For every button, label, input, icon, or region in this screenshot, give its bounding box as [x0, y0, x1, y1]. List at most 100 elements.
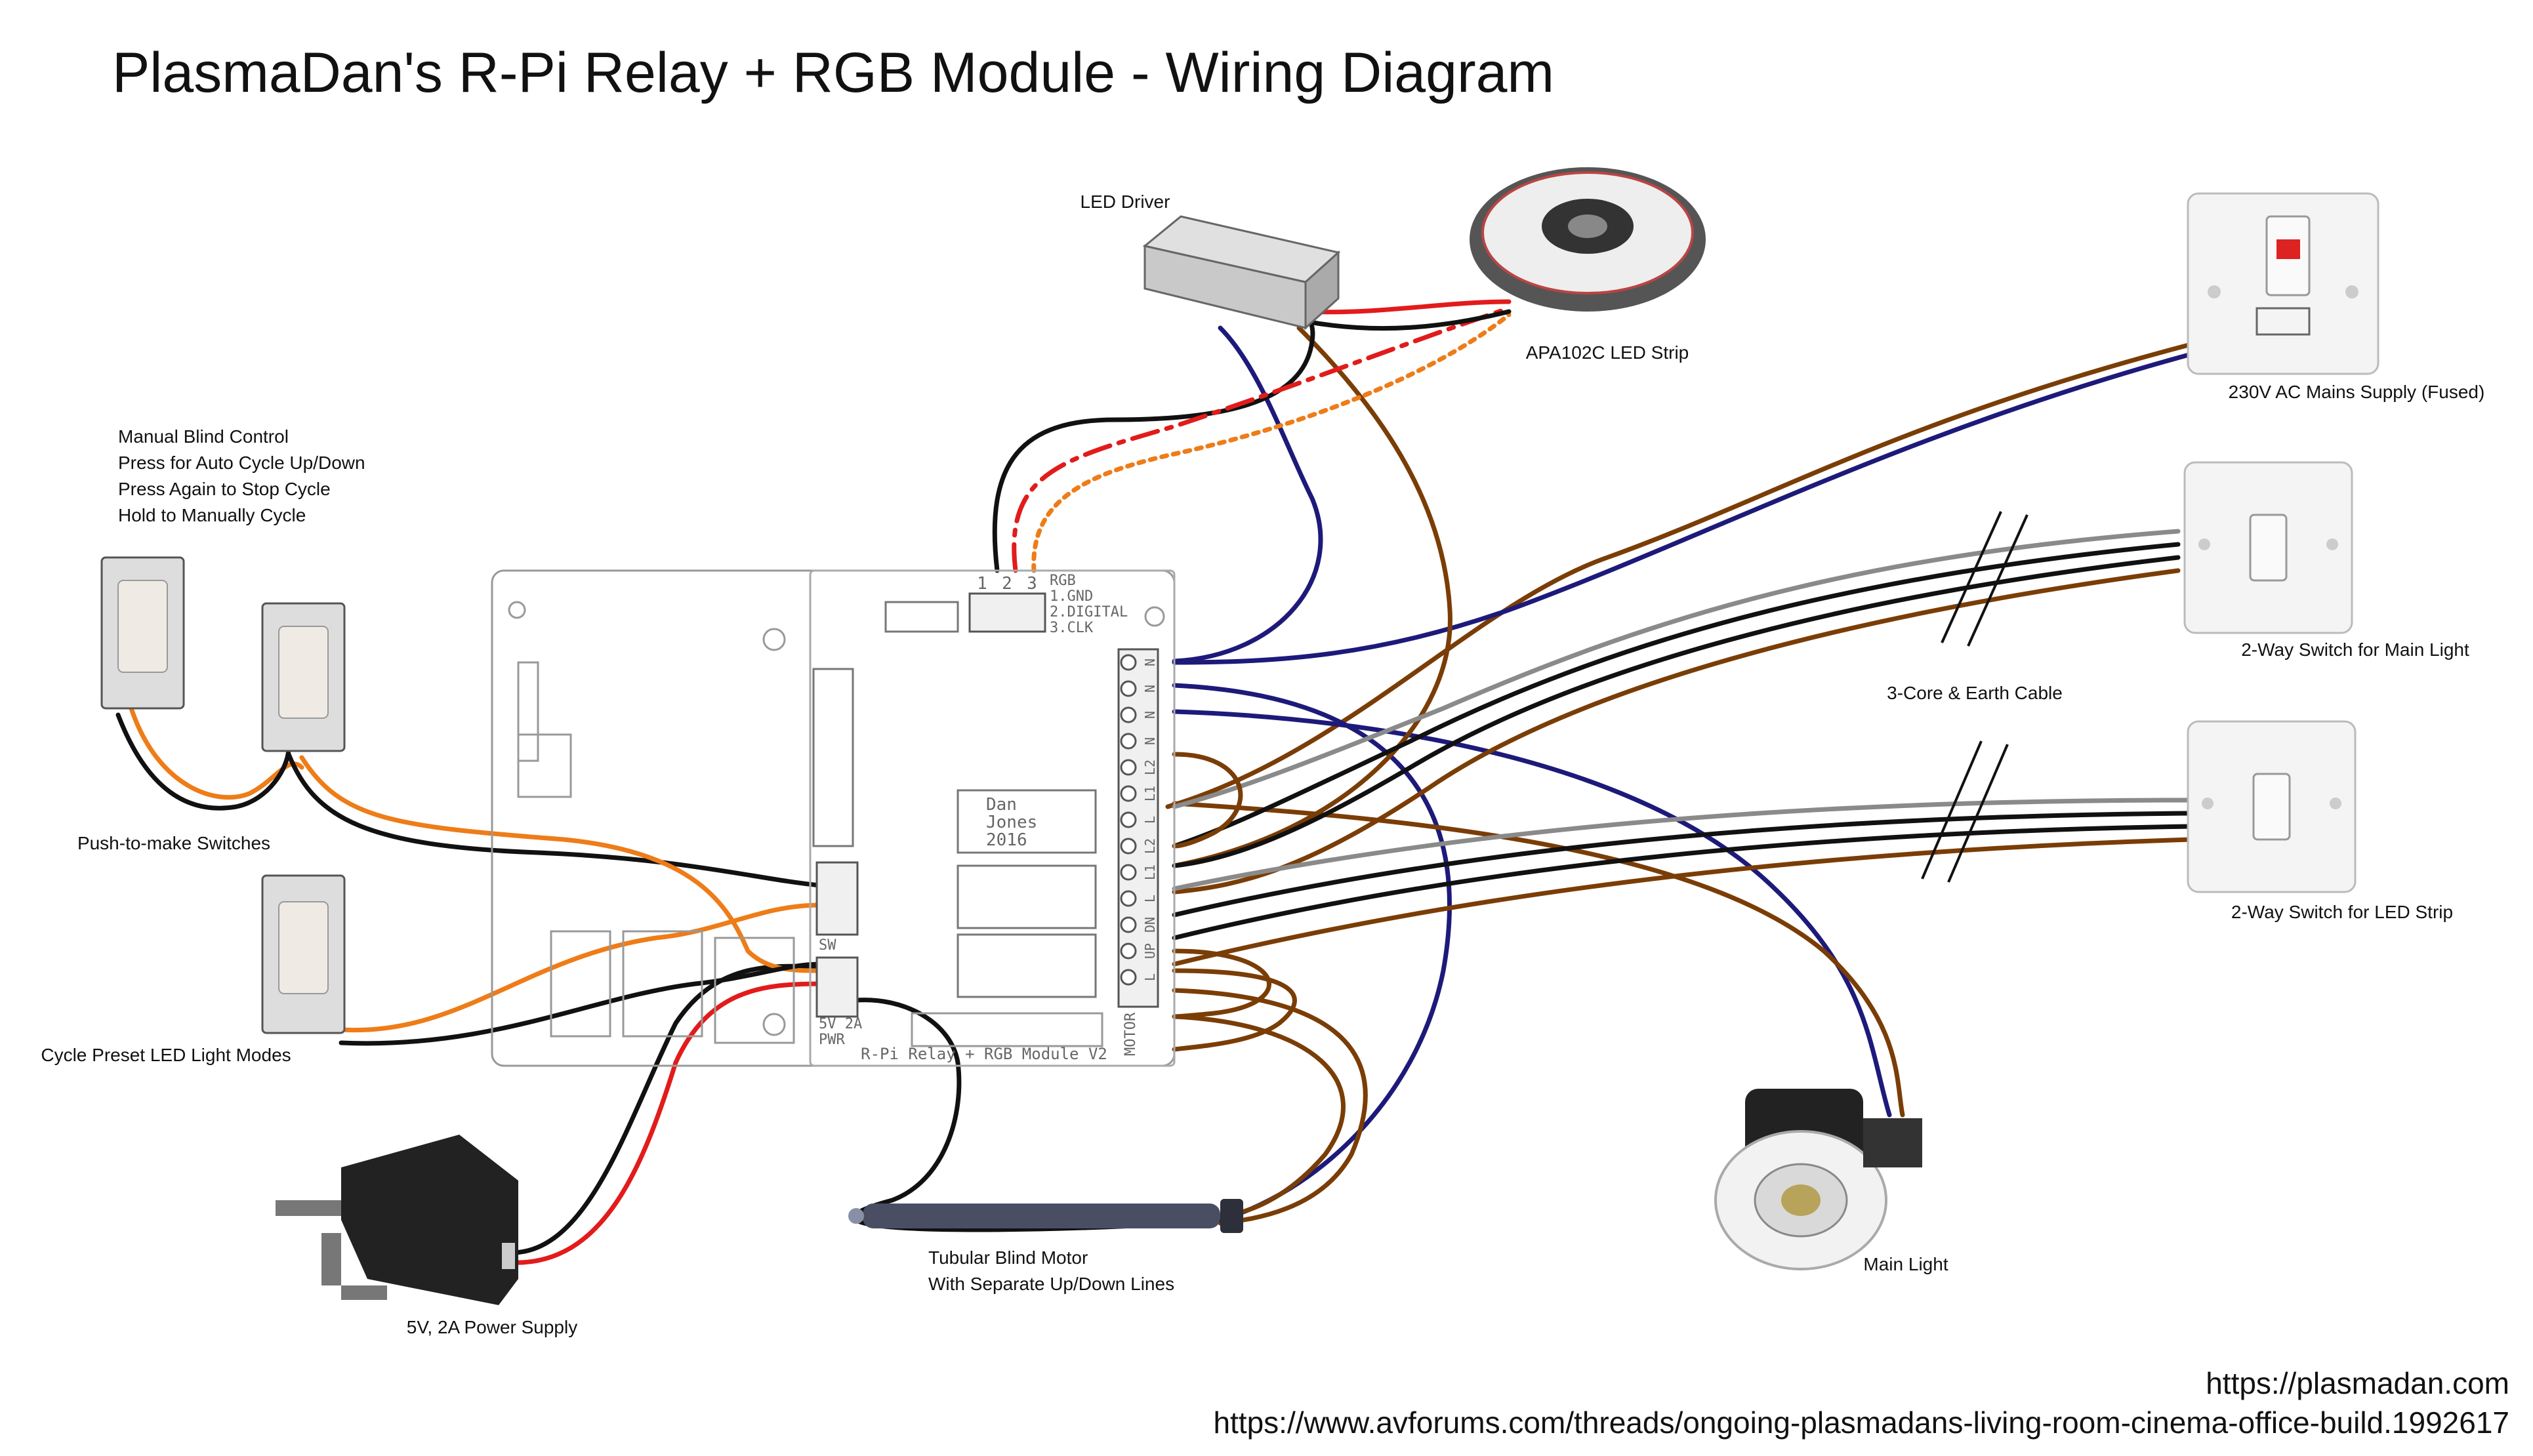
board-loop-3: [1172, 968, 1297, 1052]
motor-label-1: Tubular Blind Motor: [928, 1247, 1088, 1268]
rgb-legend-1: 1.GND: [1050, 588, 1093, 605]
terminal-screw: [1120, 838, 1137, 855]
mount-hole-4: [1144, 606, 1165, 627]
relay-board: 1 2 3 RGB 1.GND 2.DIGITAL 3.CLK Dan Jone…: [491, 569, 1176, 1067]
board-year: 2016: [986, 830, 1027, 850]
cycle-preset-label: Cycle Preset LED Light Modes: [41, 1045, 291, 1065]
manual-blind-line-2: Press for Auto Cycle Up/Down: [118, 453, 365, 473]
terminal-screw: [1120, 864, 1137, 881]
pi-port-5: [714, 937, 795, 1044]
pi-port-1: [517, 661, 539, 762]
motor-label: MOTOR: [1122, 1012, 1139, 1056]
footer-box: [911, 1012, 1103, 1047]
pi-port-3: [550, 930, 611, 1038]
sw-main-grey: [1172, 529, 2181, 809]
sw-terminal: [815, 861, 859, 936]
terminal-screw: [1120, 706, 1137, 723]
terminal-screw: [1120, 733, 1137, 750]
hat-outline: [809, 569, 1176, 1067]
rgb-legend-2: 2.DIGITAL: [1050, 604, 1128, 620]
sw-label: SW: [819, 937, 836, 954]
sw-led-grey: [1172, 798, 2194, 891]
rgb-gnd-wire: [992, 296, 1315, 573]
push-switches-label: Push-to-make Switches: [77, 833, 270, 853]
driver-strip-black: [1303, 309, 1512, 331]
sw-main-black2: [1172, 555, 2181, 868]
cycle-preset-switch: [261, 874, 346, 1034]
board-name: R-Pi Relay + RGB Module V2: [861, 1045, 1107, 1063]
led-strip-reel: [1470, 167, 1706, 312]
usb-power-supply: [276, 1135, 518, 1305]
terminal-screw: [1120, 759, 1137, 776]
cycle-black: [339, 961, 823, 1046]
terminal-label: L1: [1142, 864, 1158, 880]
led-strip-switch: [2187, 720, 2357, 893]
terminal-label: N: [1142, 737, 1158, 745]
motor-label-2: With Separate Up/Down Lines: [928, 1274, 1174, 1294]
cycle-orange: [339, 902, 823, 1033]
rgb-header-label: RGB: [1050, 573, 1076, 589]
footer-url-1: https://plasmadan.com: [2206, 1366, 2509, 1400]
terminal-label: L: [1142, 973, 1158, 981]
motor-black-wire: [852, 998, 1223, 1232]
pwr-label-1: 5V 2A: [819, 1016, 862, 1032]
relay-1: [957, 789, 1097, 854]
board-loop-1: [1172, 752, 1243, 849]
terminal-label: UP: [1142, 943, 1158, 959]
mount-hole-3: [762, 1013, 786, 1036]
sw-led-black1: [1172, 811, 2194, 918]
terminal-screw: [1120, 654, 1137, 671]
main-light-switch: [2183, 461, 2353, 634]
push-switch-1: [100, 556, 185, 710]
terminal-screw: [1120, 942, 1137, 960]
rgb-pin-2: 2: [1002, 574, 1012, 594]
sw-led-black2: [1172, 824, 2194, 940]
manual-blind-line-1: Manual Blind Control: [118, 426, 289, 447]
power-supply-label: 5V, 2A Power Supply: [407, 1317, 577, 1337]
terminal-screw: [1120, 890, 1137, 907]
rgb-clk-wire: [1031, 312, 1512, 573]
mains-supply-label: 230V AC Mains Supply (Fused): [2229, 382, 2485, 402]
pi-port-2: [517, 733, 572, 798]
mount-hole-2: [762, 628, 786, 651]
relay-2: [957, 864, 1097, 929]
sw-main-black1: [1172, 542, 2181, 849]
main-light-label: Main Light: [1863, 1254, 1948, 1274]
terminal-screw: [1120, 916, 1137, 933]
gpio-header: [812, 668, 854, 847]
chip-1: [884, 601, 959, 633]
psu-red-wire: [509, 981, 823, 1265]
terminal-screw: [1120, 811, 1137, 828]
neutral-to-led-driver: [1172, 325, 1323, 664]
manual-blind-line-3: Press Again to Stop Cycle: [118, 479, 331, 499]
mains-neutral-wire: [1172, 352, 2194, 665]
pwr-label-2: PWR: [819, 1032, 845, 1048]
psu-black-wire: [509, 963, 823, 1255]
motor-dn-wire: [1172, 988, 1368, 1226]
pi-port-4: [622, 930, 703, 1038]
rgb-digital-wire: [1012, 306, 1512, 573]
main-light-downlight: [1714, 1089, 1922, 1270]
board-author-1: Dan: [986, 795, 1017, 815]
cable-label: 3-Core & Earth Cable: [1887, 683, 2063, 703]
cable-break-marks: [1921, 511, 2028, 883]
board-author-2: Jones: [986, 813, 1037, 832]
rgb-pin-3: 3: [1027, 574, 1037, 594]
diagram-title: PlasmaDan's R-Pi Relay + RGB Module - Wi…: [112, 41, 1554, 104]
terminal-screw: [1120, 785, 1137, 802]
sw-led-brown: [1172, 837, 2194, 967]
rgb-pin-1: 1: [977, 574, 987, 594]
push2-black: [286, 752, 823, 888]
terminal-label: L: [1142, 816, 1158, 824]
rgb-legend-3: 3.CLK: [1050, 620, 1094, 636]
led-driver: [1142, 215, 1341, 331]
mount-hole-1: [508, 601, 526, 619]
push2-orange: [299, 755, 823, 973]
terminal-label: N: [1142, 711, 1158, 719]
motor-up-wire: [1172, 1014, 1346, 1219]
terminal-label: L2: [1142, 838, 1158, 854]
terminal-label: N: [1142, 685, 1158, 693]
tubular-blind-motor: [848, 1199, 1243, 1233]
